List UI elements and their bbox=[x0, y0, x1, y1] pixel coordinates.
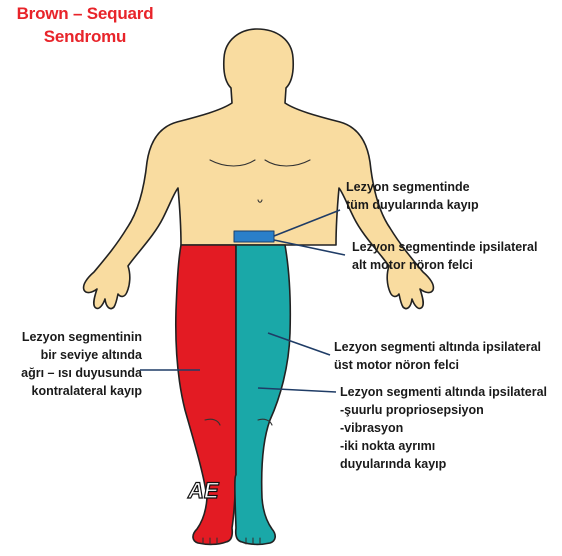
annotation-line: duyularında kayıp bbox=[340, 455, 547, 473]
annotation-contralateral-pain: Lezyon segmentinin bir seviye altında ağ… bbox=[12, 328, 142, 400]
annotation-upper-motor: Lezyon segmenti altında ipsilateral üst … bbox=[334, 338, 541, 374]
annotation-line: kontralateral kayıp bbox=[12, 382, 142, 400]
annotation-line: tüm duyularında kayıp bbox=[346, 196, 479, 214]
lesion-band bbox=[234, 231, 274, 242]
ipsilateral-leg bbox=[235, 245, 290, 544]
annotation-line: bir seviye altında bbox=[12, 346, 142, 364]
annotation-line: Lezyon segmenti altında ipsilateral bbox=[340, 383, 547, 401]
artist-signature: AE bbox=[187, 478, 220, 503]
annotation-lesion-all-sensation: Lezyon segmentinde tüm duyularında kayıp bbox=[346, 178, 479, 214]
annotation-line: -vibrasyon bbox=[340, 419, 547, 437]
annotation-line: -iki nokta ayrımı bbox=[340, 437, 547, 455]
annotation-line: Lezyon segmentinde bbox=[346, 178, 479, 196]
annotation-line: Lezyon segmenti altında ipsilateral bbox=[334, 338, 541, 356]
annotation-line: üst motor nöron felci bbox=[334, 356, 541, 374]
annotation-line: alt motor nöron felci bbox=[352, 256, 537, 274]
annotation-ipsilateral-sensory: Lezyon segmenti altında ipsilateral -şuu… bbox=[340, 383, 547, 473]
annotation-line: ağrı – ısı duyusunda bbox=[12, 364, 142, 382]
annotation-lesion-lower-motor: Lezyon segmentinde ipsilateral alt motor… bbox=[352, 238, 537, 274]
annotation-line: Lezyon segmentinin bbox=[12, 328, 142, 346]
annotation-line: -şuurlu propriosepsiyon bbox=[340, 401, 547, 419]
annotation-line: Lezyon segmentinde ipsilateral bbox=[352, 238, 537, 256]
